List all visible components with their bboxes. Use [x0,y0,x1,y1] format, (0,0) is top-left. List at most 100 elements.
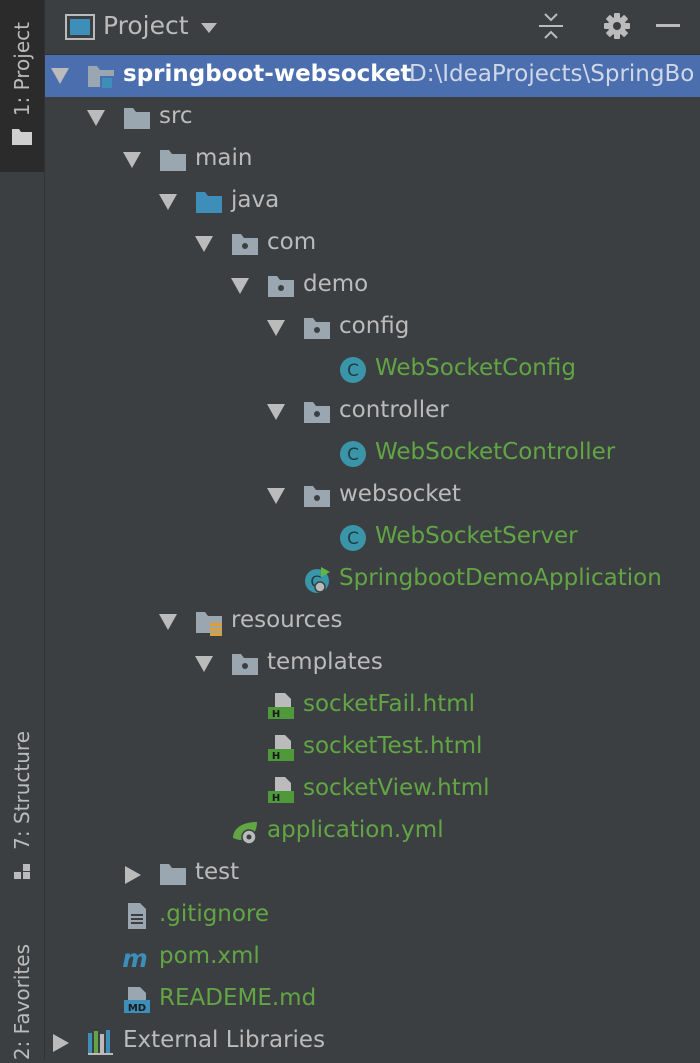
tree-label-websocket-config: WebSocketConfig [375,355,576,381]
tree-label-gitignore: .gitignore [159,901,270,927]
tree-node-com[interactable]: com [45,223,700,265]
tree-label-external-libraries: External Libraries [123,1027,326,1053]
tree-node-websocket-config[interactable]: C WebSocketConfig [45,349,700,391]
tree-node-main[interactable]: main [45,139,700,181]
tree-label-resources: resources [231,607,343,633]
tool-tab-favorites[interactable]: 2: Favorites [0,900,44,1060]
tree-node-socket-view[interactable]: H socketView.html [45,769,700,811]
tree-label-src: src [159,103,193,129]
tree-node-src[interactable]: src [45,97,700,139]
expand-arrow-icon[interactable] [267,404,285,420]
tree-node-websocket-controller[interactable]: C WebSocketController [45,433,700,475]
svg-text:C: C [347,445,359,465]
tree-label-websocket-controller: WebSocketController [375,439,616,465]
svg-text:C: C [347,361,359,381]
module-folder-icon [88,66,114,90]
tree-node-application-yml[interactable]: application.yml [45,811,700,853]
tree-node-gitignore[interactable]: .gitignore [45,895,700,937]
tree-label-demo: demo [303,271,369,297]
html-file-icon: H [268,777,294,804]
tree-label-templates: templates [267,649,383,675]
tool-tab-project[interactable]: 1: Project [0,0,44,172]
root-path: D:\IdeaProjects\SpringBo [409,61,695,87]
tree-node-pom[interactable]: m pom.xml [45,937,700,979]
class-icon: C [340,441,366,467]
svg-text:m: m [122,944,148,972]
folder-icon [124,108,150,129]
maven-icon: m [122,944,148,972]
collapse-all-icon[interactable] [538,12,564,40]
tree-node-demo[interactable]: demo [45,265,700,307]
tree-node-java[interactable]: java [45,181,700,223]
expand-arrow-icon[interactable] [87,110,105,126]
package-icon [304,486,330,507]
text-file-icon [128,903,146,929]
tool-tab-project-label: 1: Project [10,21,34,116]
markdown-icon: MD [124,987,150,1014]
tool-tab-structure[interactable]: 7: Structure [0,700,44,882]
package-icon [232,654,258,675]
expand-arrow-icon[interactable] [267,320,285,336]
html-file-icon: H [268,693,294,720]
tree-label-application-yml: application.yml [267,817,444,843]
expand-arrow-icon[interactable] [123,152,141,168]
tree-label-socket-test: socketTest.html [303,733,483,759]
tree-node-websocket-server[interactable]: C WebSocketServer [45,517,700,559]
tree-node-demo-application[interactable]: C SpringbootDemoApplication [45,559,700,601]
tree-label-pom: pom.xml [159,943,260,969]
tree-label-socket-fail: socketFail.html [303,691,476,717]
class-icon: C [340,525,366,551]
gear-icon[interactable] [603,12,631,40]
package-icon [304,318,330,339]
svg-text:C: C [310,572,321,591]
tree-node-socket-test[interactable]: H socketTest.html [45,727,700,769]
chevron-down-icon[interactable] [200,22,218,34]
tree-node-resources[interactable]: resources [45,601,700,643]
tree-label-websocket: websocket [339,481,461,507]
svg-text:H: H [272,709,280,720]
expand-arrow-icon[interactable] [51,68,69,84]
html-file-icon: H [268,735,294,762]
expand-arrow-icon[interactable] [159,194,177,210]
tree-label-socket-view: socketView.html [303,775,490,801]
svg-text:H: H [272,751,280,762]
tree-label-controller: controller [339,397,449,423]
tree-label-websocket-server: WebSocketServer [375,523,578,549]
tree-node-test[interactable]: test [45,853,700,895]
libraries-icon [88,1030,113,1055]
tree-node-socket-fail[interactable]: H socketFail.html [45,685,700,727]
svg-text:MD: MD [128,1003,146,1014]
expand-arrow-icon[interactable] [231,278,249,294]
project-view-icon [65,14,95,40]
tree-label-main: main [195,145,253,171]
tree-node-config[interactable]: config [45,307,700,349]
tree-node-websocket[interactable]: websocket [45,475,700,517]
collapse-arrow-icon[interactable] [125,866,141,884]
tree-node-templates[interactable]: templates [45,643,700,685]
expand-arrow-icon[interactable] [267,488,285,504]
structure-icon [14,864,30,879]
tree-node-root[interactable]: springboot-websocket D:\IdeaProjects\Spr… [45,55,700,97]
expand-arrow-icon[interactable] [195,656,213,672]
tree-label-java: java [231,187,280,213]
folder-icon [12,129,32,145]
expand-arrow-icon[interactable] [195,236,213,252]
expand-arrow-icon[interactable] [159,614,177,630]
view-title[interactable]: Project [103,11,189,40]
tree-node-external-libraries[interactable]: External Libraries [45,1021,700,1063]
collapse-arrow-icon[interactable] [53,1034,69,1052]
spring-config-icon [233,822,257,845]
package-icon [268,276,294,297]
tree-node-readme[interactable]: MD READEME.md [45,979,700,1021]
resources-folder-icon [196,612,222,636]
tree-label-demo-application: SpringbootDemoApplication [339,565,662,591]
root-name: springboot-websocket [123,61,412,87]
tree-node-controller[interactable]: controller [45,391,700,433]
tool-tab-structure-label: 7: Structure [10,731,34,850]
tool-window-strip: 1: Project 7: Structure 2: Favorites [0,0,45,1060]
minimize-icon[interactable] [655,12,681,40]
folder-icon [160,150,186,171]
project-tool-header: Project [45,0,700,55]
project-tree[interactable]: springboot-websocket D:\IdeaProjects\Spr… [45,55,700,1060]
tree-label-readme: READEME.md [159,985,317,1011]
